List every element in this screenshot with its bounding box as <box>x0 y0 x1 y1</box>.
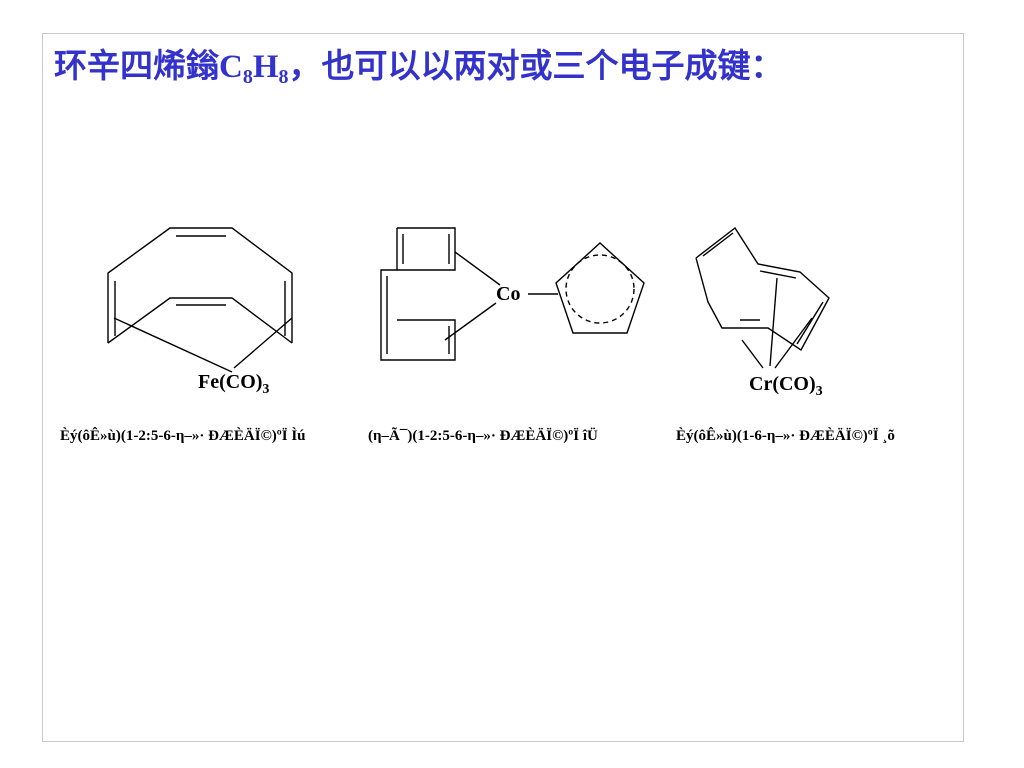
title-subscript-2: 8 <box>278 66 289 88</box>
cyclopentadienyl-ring <box>555 242 645 334</box>
slide-frame <box>42 33 964 742</box>
cot-fe-structure <box>107 227 293 373</box>
cr-bond-3 <box>774 317 813 369</box>
title-mid: H <box>252 49 279 85</box>
fe-label: Fe(CO)3 <box>198 371 269 397</box>
caption-cr-complex: Èý(ôÊ»ù)(1-6-η–»· ÐÆÈÄÏ©)ºÏ ¸õ <box>676 428 895 444</box>
cot-ring-cr <box>695 226 830 352</box>
co-bond-top <box>454 251 501 286</box>
slide-title: 环辛四烯鎓C8H8，也可以以两对或三个电子成键： <box>54 42 784 92</box>
co-bond-bottom <box>444 302 497 341</box>
title-prefix: 环辛四烯鎓C <box>54 49 243 85</box>
cot-ring-bonds <box>107 227 293 343</box>
co-label: Co <box>496 283 520 305</box>
cr-bond-1 <box>741 339 764 369</box>
cot-co-structure <box>380 227 645 361</box>
cr-label: Cr(CO)3 <box>749 373 823 399</box>
cp-aromatic-circle <box>565 254 635 324</box>
title-suffix: ，也可以以两对或三个电子成键： <box>288 49 784 85</box>
cot-ring-top <box>380 228 456 361</box>
caption-fe-complex: Èý(ôÊ»ù)(1-2:5-6-η–»· ÐÆÈÄÏ©)ºÏ Ìú <box>60 428 306 444</box>
fe-bond-right <box>233 317 293 369</box>
title-subscript-1: 8 <box>242 66 253 88</box>
cot-cr-structure <box>695 226 830 369</box>
cr-bond-2 <box>769 277 778 367</box>
caption-co-complex: (η–Ã¯)(1-2:5-6-η–»· ÐÆÈÄÏ©)ºÏ îÜ <box>368 428 598 444</box>
fe-bond-left <box>113 317 233 373</box>
